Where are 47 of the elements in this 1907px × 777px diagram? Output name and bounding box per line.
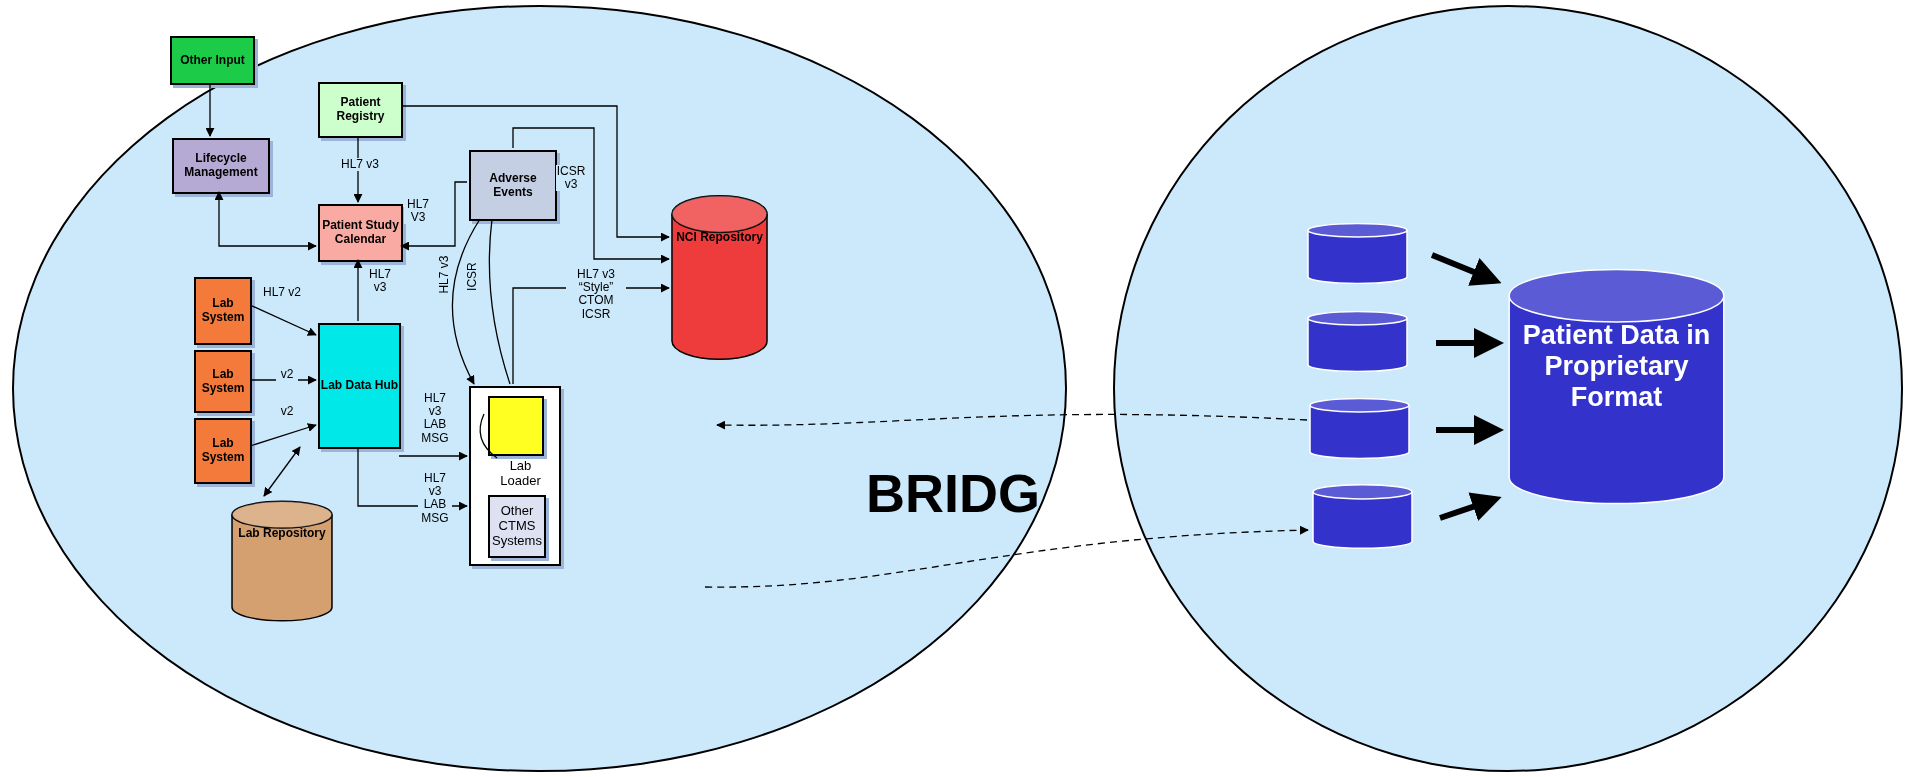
edge-label: v2	[276, 368, 298, 382]
edge-label: HL7 v3 LAB MSG	[418, 472, 452, 525]
arrow	[353, 259, 363, 322]
arrow	[716, 413, 1308, 430]
edge-label: ICSR v3	[556, 165, 586, 192]
process-box: Lifecycle Management	[172, 138, 270, 194]
edge-label: HL7 v3 “Style” CTOM ICSR	[566, 268, 626, 321]
container-box	[469, 386, 561, 566]
database-cylinder	[1309, 398, 1410, 459]
arrow	[1430, 252, 1502, 286]
edge-label: HL7 v3	[340, 158, 380, 172]
arrow	[214, 191, 317, 251]
process-box: Other CTMS Systems	[488, 495, 546, 558]
title-text: BRIDG	[866, 462, 1040, 524]
database-cylinder: Patient Data in Proprietary Format	[1507, 267, 1726, 506]
process-box: Lab System	[194, 418, 252, 484]
arrow	[398, 451, 468, 461]
process-box: Other Input	[170, 36, 255, 85]
process-box: Adverse Events	[469, 150, 557, 221]
edge-label: HL7 v3	[438, 255, 452, 294]
process-box: Patient Study Calendar	[318, 204, 403, 262]
database-cylinder	[1307, 311, 1408, 372]
arrow	[400, 181, 468, 251]
arrow	[512, 127, 670, 264]
process-box: Patient Registry	[318, 82, 403, 138]
process-box	[488, 396, 544, 456]
process-box: Lab System	[194, 277, 252, 345]
database-cylinder	[1312, 484, 1413, 549]
arrow	[1439, 492, 1502, 521]
arrow	[249, 375, 317, 385]
annotation-text: Lab Loader	[493, 456, 548, 492]
arrow	[205, 82, 215, 137]
database-cylinder: Lab Repository	[231, 500, 333, 622]
arrow	[400, 105, 670, 242]
process-box: Lab Data Hub	[318, 323, 401, 449]
process-box: Lab System	[194, 350, 252, 413]
arrow	[1436, 328, 1504, 358]
arrow	[1436, 415, 1504, 445]
leader-line	[479, 413, 498, 459]
arrow	[704, 525, 1309, 588]
database-cylinder: NCI Repository	[671, 194, 768, 361]
edge-label: ICSR	[465, 262, 479, 291]
arrow	[249, 304, 317, 336]
arrow	[249, 423, 317, 447]
arrow	[451, 218, 481, 385]
arrow	[263, 446, 301, 497]
database-cylinder	[1307, 223, 1408, 284]
